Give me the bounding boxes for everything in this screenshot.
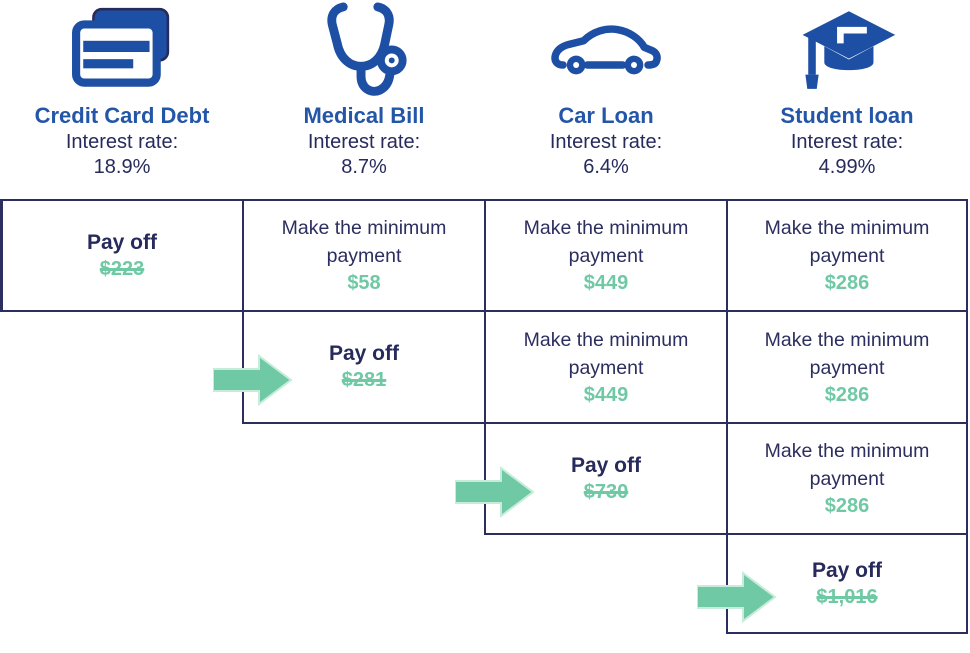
table-border-vertical xyxy=(965,198,969,635)
interest-rate-label: Interest rate: xyxy=(65,131,179,153)
pay-off-label: Pay off xyxy=(570,453,641,477)
minimum-payment-label: Make the minimum payment xyxy=(523,217,689,267)
pay-off-cell: Pay off $223 xyxy=(6,204,238,307)
minimum-payment-label: Make the minimum payment xyxy=(764,328,930,379)
payment-amount: $449 xyxy=(583,272,629,294)
payment-amount: $281 xyxy=(341,369,387,391)
pay-off-cell: Pay off $730 xyxy=(490,427,722,530)
credit-card-icon xyxy=(71,0,173,102)
car-icon xyxy=(550,0,662,102)
minimum-payment-cell: Make the minimum payment $286 xyxy=(732,427,962,530)
table-border-vertical xyxy=(0,198,3,313)
payment-amount: $58 xyxy=(347,272,381,294)
interest-rate-value: 6.4% xyxy=(583,156,629,178)
debt-title: Car Loan xyxy=(558,103,654,128)
pay-off-label: Pay off xyxy=(811,558,882,582)
stethoscope-icon xyxy=(319,0,409,102)
minimum-payment-cell: Make the minimum payment $58 xyxy=(248,204,480,307)
payment-amount: $223 xyxy=(99,257,145,280)
next-debt-arrow-icon xyxy=(454,465,535,518)
interest-rate-label: Interest rate: xyxy=(549,131,663,153)
minimum-payment-label: Make the minimum payment xyxy=(764,217,930,267)
payment-amount: $286 xyxy=(824,495,870,517)
interest-rate-value: 8.7% xyxy=(341,156,387,178)
pay-off-cell: Pay off $1,016 xyxy=(732,538,962,629)
interest-rate-label: Interest rate: xyxy=(790,131,904,153)
payment-amount: $1,016 xyxy=(816,585,878,608)
table-border-horizontal xyxy=(725,631,968,635)
interest-rate-value: 18.9% xyxy=(93,156,151,178)
table-border-vertical xyxy=(725,198,729,635)
debt-title: Medical Bill xyxy=(303,103,425,128)
graduation-cap-icon xyxy=(795,0,899,102)
minimum-payment-cell: Make the minimum payment $286 xyxy=(732,315,962,419)
minimum-payment-cell: Make the minimum payment $449 xyxy=(490,204,722,307)
debt-title: Student loan xyxy=(780,103,914,128)
interest-rate-value: 4.99% xyxy=(818,156,876,178)
table-border-vertical xyxy=(241,198,245,425)
table-border-horizontal xyxy=(241,421,968,425)
minimum-payment-cell: Make the minimum payment $286 xyxy=(732,204,962,307)
payment-amount: $286 xyxy=(824,383,870,406)
minimum-payment-label: Make the minimum payment xyxy=(764,440,930,490)
payment-amount: $449 xyxy=(583,383,629,406)
next-debt-arrow-icon xyxy=(212,354,293,406)
minimum-payment-label: Make the minimum payment xyxy=(523,328,689,379)
next-debt-arrow-icon xyxy=(696,570,777,623)
pay-off-label: Pay off xyxy=(86,230,157,254)
minimum-payment-cell: Make the minimum payment $449 xyxy=(490,315,722,419)
pay-off-label: Pay off xyxy=(328,342,399,365)
debt-title: Credit Card Debt xyxy=(34,103,210,128)
payment-amount: $286 xyxy=(824,272,870,294)
table-border-vertical xyxy=(483,198,487,536)
payment-amount: $730 xyxy=(583,480,629,503)
minimum-payment-label: Make the minimum payment xyxy=(281,217,447,267)
interest-rate-label: Interest rate: xyxy=(307,131,421,153)
pay-off-cell: Pay off $281 xyxy=(248,315,480,419)
